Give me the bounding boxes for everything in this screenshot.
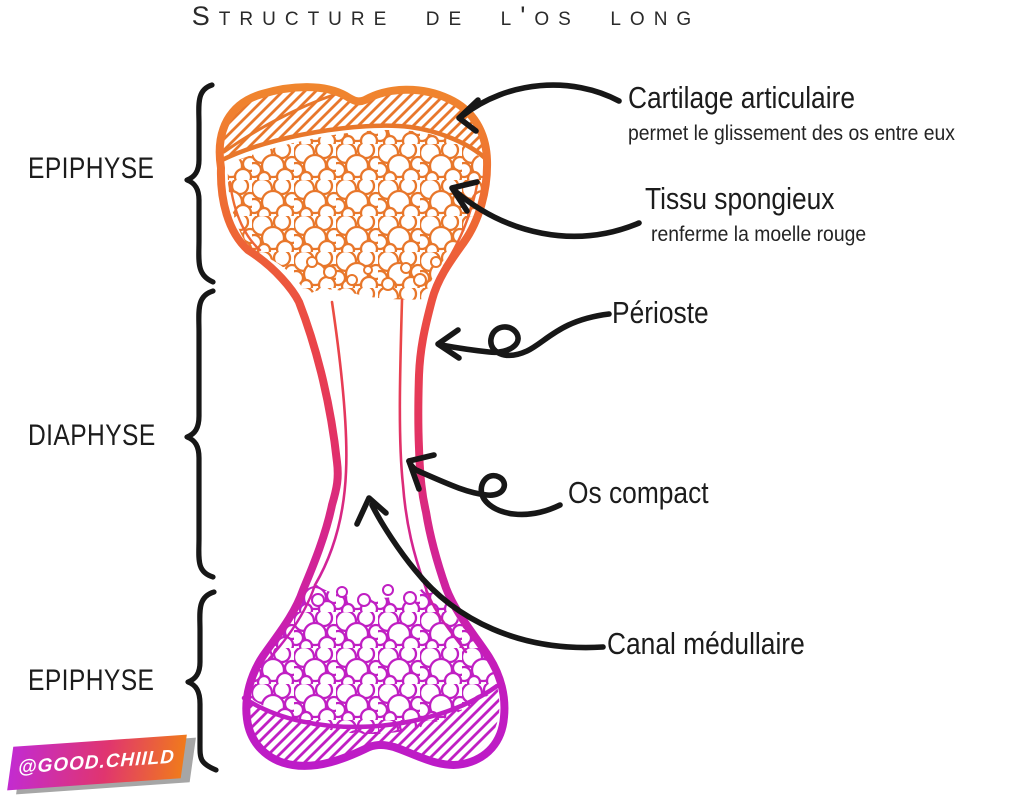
diagram-title: Structure de l'os long — [191, 1, 701, 31]
label-tissu-spongieux: Tissu spongieux — [645, 181, 835, 216]
section-braces — [184, 82, 219, 773]
watermark-text: @GOOD.CHIILD — [18, 745, 176, 779]
perioste-arrow — [435, 311, 612, 361]
label-os-compact: Os compact — [568, 475, 709, 510]
os-compact-arrow — [406, 452, 563, 518]
bone-outline — [215, 83, 509, 770]
section-label-epiphyse-top: EPIPHYSE — [28, 152, 155, 185]
annotation-arrows — [354, 82, 642, 651]
label-perioste: Périoste — [612, 295, 709, 330]
cartilage-arrow — [456, 82, 622, 134]
section-label-epiphyse-bottom: EPIPHYSE — [28, 664, 155, 697]
section-label-diaphyse: DIAPHYSE — [28, 419, 156, 452]
brace-epiphyse-bottom — [185, 589, 219, 773]
spongieux-arrow — [449, 179, 642, 240]
description-tissu-spongieux: renferme la moelle rouge — [651, 222, 867, 246]
brace-epiphyse-top — [184, 82, 216, 285]
brace-diaphyse — [184, 288, 216, 580]
spongy-tissue-top — [227, 129, 485, 300]
canal-arrow — [354, 495, 606, 651]
label-cartilage-articulaire: Cartilage articulaire — [628, 80, 856, 115]
spongy-tissue-bottom — [246, 583, 499, 734]
label-canal-medullaire: Canal médullaire — [607, 626, 805, 661]
articular-cartilage-top — [219, 87, 489, 168]
description-cartilage-articulaire: permet le glissement des os entre eux — [628, 121, 955, 145]
cartilage-bottom — [241, 683, 500, 766]
